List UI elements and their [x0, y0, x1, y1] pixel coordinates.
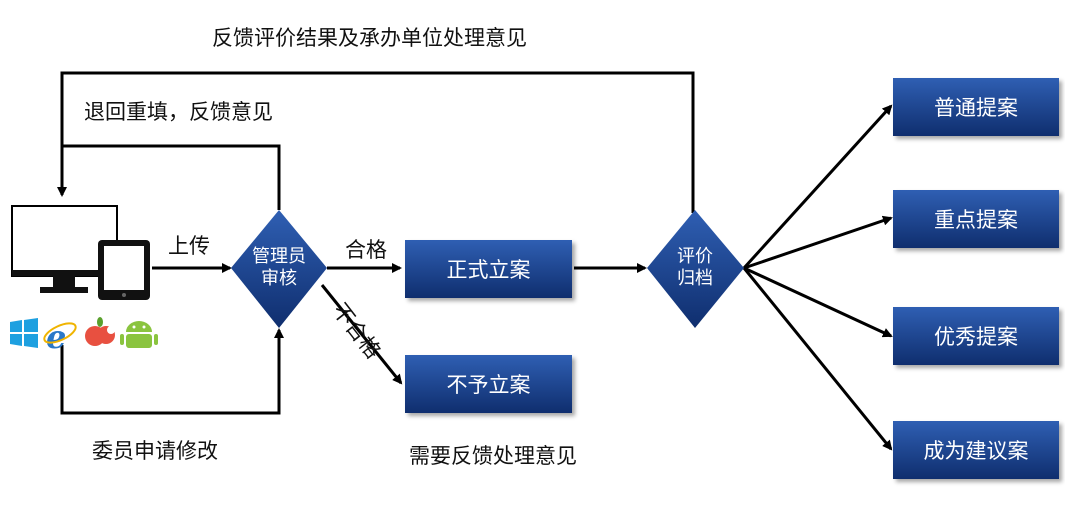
feedback-loop-line — [57, 71, 695, 213]
reject-box: 不予立案 — [405, 355, 572, 413]
fan-arrow-2 — [743, 215, 893, 270]
member-modify-line — [60, 328, 284, 415]
android-icon — [120, 321, 158, 348]
fan-arrow-3 — [743, 266, 893, 338]
review-diamond — [231, 210, 327, 328]
review-line-2: 审核 — [261, 268, 297, 289]
category-box-excellent: 优秀提案 — [893, 307, 1059, 365]
category-box-key: 重点提案 — [893, 190, 1059, 248]
upload-label: 上传 — [168, 234, 210, 258]
qualified-label: 合格 — [345, 238, 387, 262]
svg-text:e: e — [46, 318, 66, 356]
archive-node-label: 评价 归档 — [655, 246, 735, 290]
accept-box: 正式立案 — [405, 240, 572, 298]
review-node-label: 管理员 审核 — [239, 246, 319, 290]
review-line-1: 管理员 — [252, 246, 306, 267]
archive-line-2: 归档 — [677, 268, 713, 289]
fan-arrow-1 — [742, 104, 893, 270]
category-box-suggestion: 成为建议案 — [893, 421, 1059, 479]
archive-line-1: 评价 — [677, 246, 713, 267]
archive-diamond — [647, 210, 744, 328]
member-modify-label: 委员申请修改 — [92, 439, 218, 463]
ie-icon: e — [43, 318, 77, 356]
fan-arrow-4 — [742, 267, 893, 451]
return-label: 退回重填，反馈意见 — [84, 100, 273, 124]
unqualified-arrow — [320, 284, 403, 385]
feedback-note-label: 需要反馈处理意见 — [409, 444, 577, 468]
apple-icon — [85, 317, 115, 346]
category-box-general: 普通提案 — [893, 78, 1059, 136]
windows-icon — [10, 318, 38, 348]
tablet-icon — [98, 240, 150, 300]
top-feedback-label: 反馈评价结果及承办单位处理意见 — [212, 26, 527, 50]
return-loop-line — [62, 144, 281, 210]
